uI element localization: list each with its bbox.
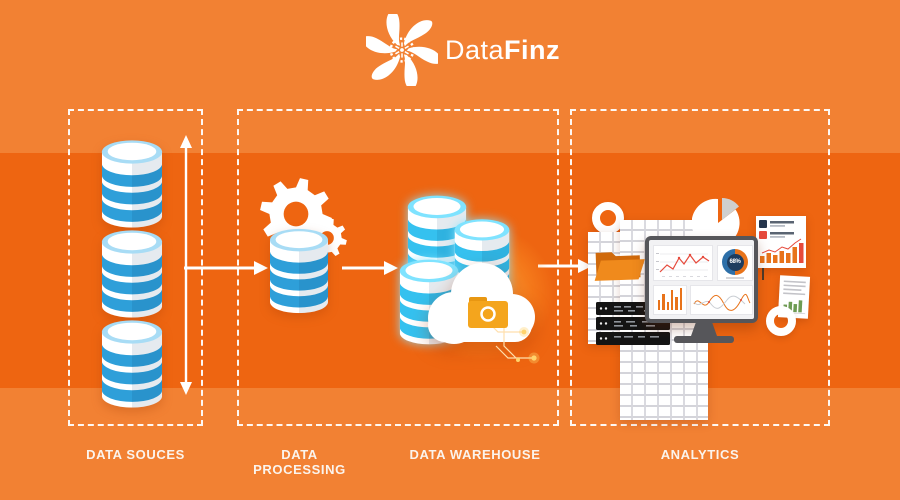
logo-text-data: Data [445, 34, 505, 65]
open-folder-icon [594, 252, 645, 281]
stage-label-data-sources: DATA SOUCES [86, 447, 185, 462]
logo: DataFinz [362, 10, 560, 90]
source-database-icon [99, 228, 165, 320]
logo-text-finz: Finz [504, 34, 561, 65]
donut-ring-icon [766, 306, 796, 336]
sync-arrow-icon [180, 135, 192, 395]
donut-caption [726, 277, 744, 279]
pie-chart-icon [692, 198, 740, 247]
logo-pinwheel-icon [362, 10, 442, 90]
bar-chart [653, 285, 687, 315]
stage-label-data-processing: DATA PROCESSING [253, 447, 346, 477]
donut-chart: 68% [717, 245, 753, 281]
donut-ring-icon [592, 202, 624, 234]
monitor-screen: 68% [649, 240, 754, 319]
logo-text: DataFinz [445, 35, 560, 66]
monitor-stand-base [674, 336, 734, 343]
report-card [756, 216, 806, 268]
stage-label-analytics: ANALYTICS [660, 447, 740, 462]
flow-arrow-sources-to-processing [184, 261, 268, 275]
line-chart [653, 245, 713, 281]
stage-label-data-warehouse: DATA WAREHOUSE [409, 447, 541, 462]
warehouse-folder-icon [468, 297, 508, 328]
source-database-icon [99, 318, 165, 410]
connector-line [762, 268, 764, 280]
server-rack-icon [596, 302, 670, 345]
processing-database-icon [265, 227, 333, 315]
analytics-monitor: 68% [645, 236, 758, 323]
donut-graphic: 68% [722, 249, 748, 275]
wave-chart [690, 285, 753, 315]
donut-value: 68% [726, 253, 744, 271]
monitor-stand [691, 323, 717, 336]
source-database-icon [99, 138, 165, 230]
